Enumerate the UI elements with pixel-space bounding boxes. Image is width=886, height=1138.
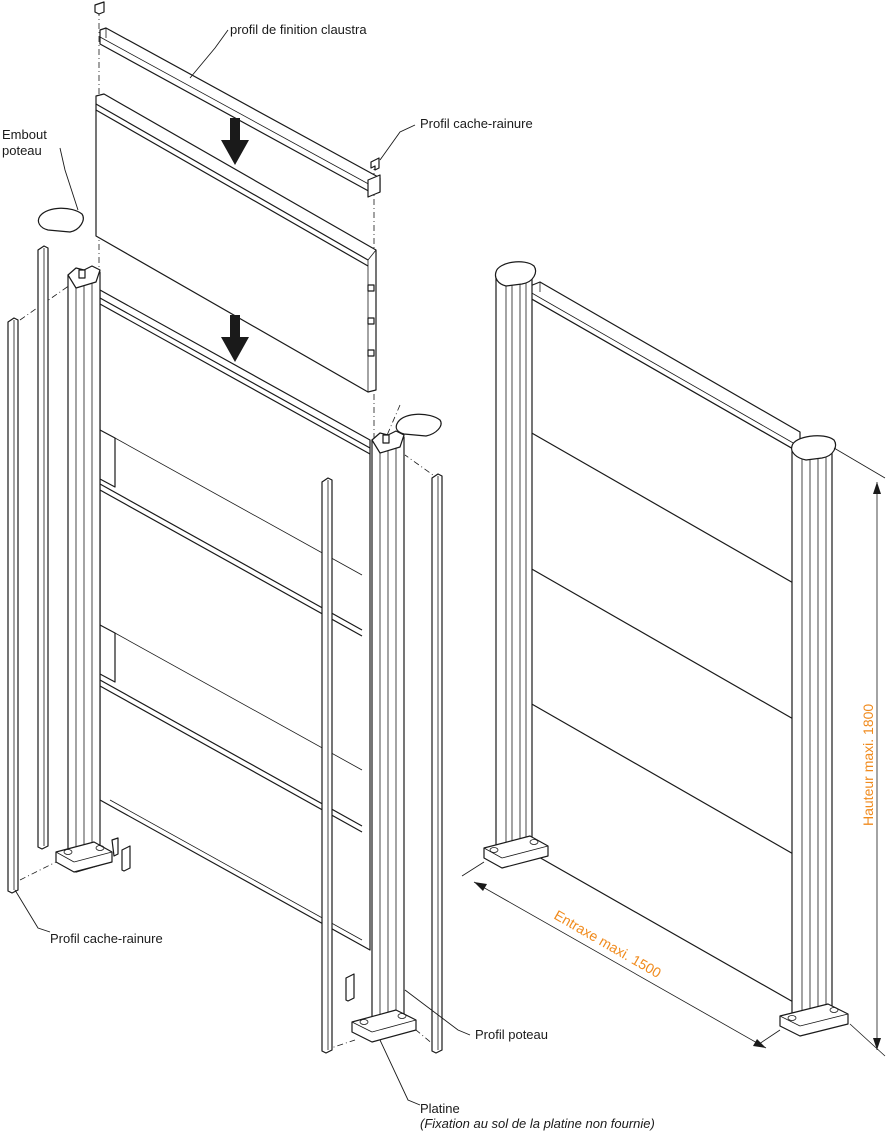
post-cap-right <box>395 413 442 437</box>
groove-cover-right-inner <box>321 477 333 1054</box>
assembled-post-right <box>791 435 837 1030</box>
height-dimension-label: Hauteur maxi. 1800 <box>860 704 876 826</box>
finishing-profile-label: profil de finition claustra <box>230 22 367 37</box>
height-dimension <box>833 447 886 1057</box>
post-cap-left <box>37 207 84 233</box>
spacing-dimension <box>461 861 781 1049</box>
base-plate-right <box>351 1009 417 1043</box>
label-leaders <box>14 29 471 1106</box>
assembled-base-right <box>779 1003 849 1037</box>
post-cap-label-line2: poteau <box>2 143 42 158</box>
groove-cover-top-label: Profil cache-rainure <box>420 116 533 131</box>
arrow-right-icon <box>753 1039 766 1048</box>
clip-right-bottom <box>345 973 355 1002</box>
base-plate-left <box>55 841 113 873</box>
groove-cover-right-outer <box>431 473 443 1054</box>
base-plate-label: Platine <box>420 1101 460 1116</box>
post-profile-label: Profil poteau <box>475 1027 548 1042</box>
arrow-down-icon <box>873 1038 881 1050</box>
finishing-profile-rail <box>99 27 381 198</box>
base-plate-note: (Fixation au sol de la platine non fourn… <box>420 1116 655 1131</box>
groove-cover-bottom-label: Profil cache-rainure <box>50 931 163 946</box>
arrow-up-icon <box>873 482 881 494</box>
assembled-base-left <box>483 835 549 869</box>
groove-cover-left-outer <box>7 317 19 894</box>
down-arrow-icon <box>221 315 249 362</box>
assembled-post-left <box>494 261 537 863</box>
top-clip <box>94 1 105 15</box>
post-cap-label-line1: Embout <box>2 127 47 142</box>
groove-cover-clip <box>370 157 380 171</box>
arrow-left-icon <box>474 882 487 891</box>
groove-cover-left-inner <box>37 245 49 850</box>
post-left <box>67 265 101 873</box>
loose-clips <box>111 837 131 872</box>
assembled-panels <box>529 297 796 1004</box>
post-right <box>371 430 405 1038</box>
panel-stack <box>99 289 371 951</box>
top-panel <box>95 93 377 393</box>
down-arrow-icon <box>221 118 249 165</box>
